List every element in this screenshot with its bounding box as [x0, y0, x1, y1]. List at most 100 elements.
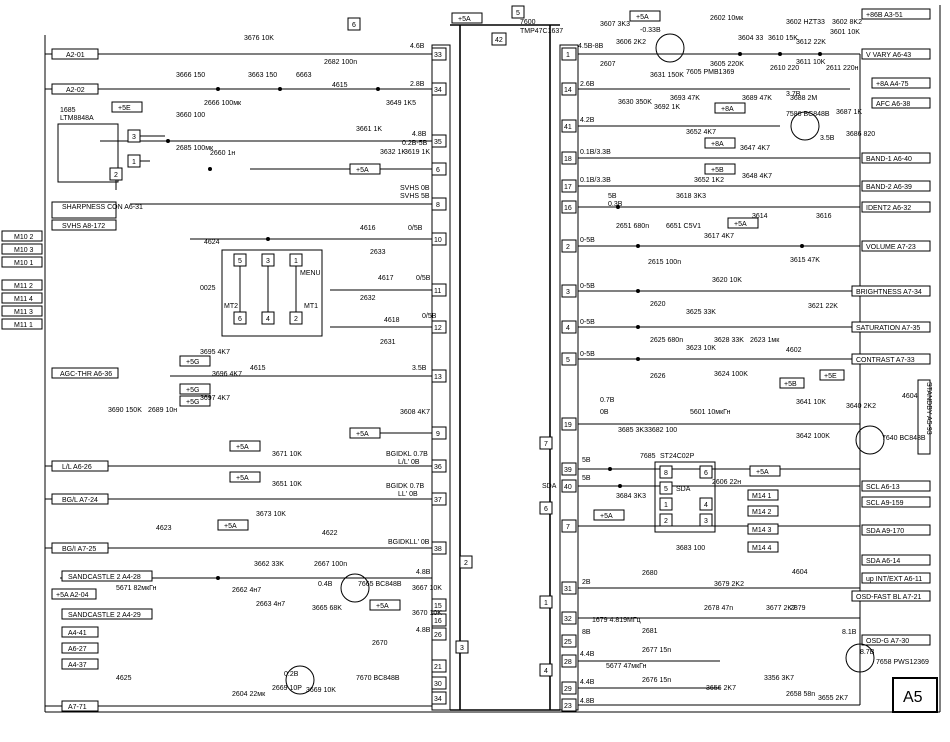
svg-text:8.7B: 8.7B: [860, 649, 875, 656]
svg-text:26: 26: [434, 632, 442, 639]
svg-text:+5B: +5B: [784, 381, 797, 388]
svg-text:3670 10K: 3670 10K: [412, 610, 442, 617]
svg-text:23: 23: [564, 703, 572, 710]
svg-text:AGC-THR A6-36: AGC-THR A6-36: [60, 371, 112, 378]
svg-text:5: 5: [664, 486, 668, 493]
svg-text:0.3B: 0.3B: [608, 201, 623, 208]
svg-text:+5G: +5G: [186, 399, 199, 406]
svg-text:IDENT2 A6-32: IDENT2 A6-32: [866, 205, 911, 212]
svg-text:7605 PMB1369: 7605 PMB1369: [686, 69, 734, 76]
svg-text:3661 1K: 3661 1K: [356, 126, 382, 133]
svg-text:3647 4K7: 3647 4K7: [740, 145, 770, 152]
svg-text:15: 15: [434, 603, 442, 610]
svg-text:2604 22мк: 2604 22мк: [232, 691, 266, 698]
svg-text:3619 1K: 3619 1K: [404, 149, 430, 156]
svg-text:0.4B: 0.4B: [318, 581, 333, 588]
svg-text:11: 11: [434, 288, 441, 295]
svg-text:1: 1: [664, 502, 668, 509]
svg-text:2: 2: [566, 244, 570, 251]
svg-text:2666 100мк: 2666 100мк: [204, 100, 242, 107]
svg-text:3663 150: 3663 150: [248, 72, 277, 79]
svg-text:SCL A6-13: SCL A6-13: [866, 484, 900, 491]
svg-text:+86B A3-51: +86B A3-51: [866, 12, 903, 19]
svg-text:2615 100n: 2615 100n: [648, 259, 681, 266]
svg-text:2607: 2607: [600, 61, 616, 68]
svg-text:3649 1K5: 3649 1K5: [386, 100, 416, 107]
svg-text:17: 17: [564, 184, 572, 191]
svg-text:2631: 2631: [380, 339, 396, 346]
svg-text:+5A: +5A: [458, 16, 471, 23]
svg-text:LL' 0B: LL' 0B: [398, 491, 418, 498]
callout-boxes: 5 6 2 3 7 6 1 4: [347, 5, 553, 677]
svg-text:5: 5: [516, 10, 520, 17]
svg-text:3: 3: [132, 134, 136, 141]
svg-text:3.5B: 3.5B: [820, 135, 835, 142]
svg-text:4618: 4618: [384, 317, 400, 324]
svg-text:8: 8: [664, 470, 668, 477]
svg-text:30: 30: [434, 681, 442, 688]
ir-receiver-part: LTM8848A: [60, 115, 94, 122]
svg-text:29: 29: [564, 686, 572, 693]
svg-text:SDA A6-14: SDA A6-14: [866, 558, 900, 565]
supply-top: +5A: [451, 12, 483, 24]
svg-text:CONTRAST A7-33: CONTRAST A7-33: [856, 357, 915, 364]
svg-text:0.2B: 0.2B: [284, 671, 299, 678]
svg-text:M10 1: M10 1: [14, 260, 34, 267]
svg-text:BGIDK 0.7B: BGIDK 0.7B: [386, 483, 424, 490]
svg-text:2682 100n: 2682 100n: [324, 59, 357, 66]
svg-text:BGIDKLL' 0B: BGIDKLL' 0B: [388, 539, 430, 546]
svg-text:3667 10K: 3667 10K: [412, 585, 442, 592]
svg-text:M10 2: M10 2: [14, 234, 34, 241]
svg-text:2689 10н: 2689 10н: [148, 407, 177, 414]
svg-text:A6-27: A6-27: [68, 646, 87, 653]
svg-text:2633: 2633: [370, 249, 386, 256]
svg-text:2620: 2620: [650, 301, 666, 308]
svg-text:4.6B: 4.6B: [410, 43, 425, 50]
svg-text:2667 100n: 2667 100n: [314, 561, 347, 568]
svg-text:ST24C02P: ST24C02P: [660, 453, 695, 460]
ic-main-right-body: [559, 44, 579, 711]
svg-text:3692 1K: 3692 1K: [654, 104, 680, 111]
svg-text:3673 10K: 3673 10K: [256, 511, 286, 518]
svg-text:5671 82мкГн: 5671 82мкГн: [116, 585, 157, 592]
svg-text:0.1B/3.3B: 0.1B/3.3B: [580, 177, 611, 184]
svg-text:5B: 5B: [608, 193, 617, 200]
svg-text:3652 4K7: 3652 4K7: [686, 129, 716, 136]
svg-text:4604: 4604: [792, 569, 808, 576]
svg-text:2: 2: [664, 518, 668, 525]
svg-text:0.2B-5B: 0.2B-5B: [402, 140, 428, 147]
svg-text:4.8B: 4.8B: [580, 698, 595, 705]
svg-text:0B: 0B: [600, 409, 609, 416]
svg-text:up INT/EXT A6-11: up INT/EXT A6-11: [866, 576, 922, 583]
svg-text:V VARY A6-43: V VARY A6-43: [866, 52, 911, 59]
svg-text:BGIDKL 0.7B: BGIDKL 0.7B: [386, 451, 428, 458]
svg-text:3631 150K: 3631 150K: [650, 72, 684, 79]
svg-text:SVHS 5B: SVHS 5B: [400, 193, 430, 200]
svg-text:4.8B: 4.8B: [416, 627, 431, 634]
eeprom-block: 7685 ST24C02P 8 6 5 SDA 1 4 2 3: [640, 453, 716, 533]
svg-text:2.6B: 2.6B: [580, 81, 595, 88]
svg-text:+5B: +5B: [711, 167, 724, 174]
svg-text:4616: 4616: [360, 225, 376, 232]
svg-text:+5A: +5A: [236, 475, 249, 482]
svg-text:SANDCASTLE 2 A4-28: SANDCASTLE 2 A4-28: [68, 574, 141, 581]
svg-text:3671 10K: 3671 10K: [272, 451, 302, 458]
svg-text:4.8B: 4.8B: [412, 131, 427, 138]
svg-text:0025: 0025: [200, 285, 216, 292]
svg-text:M11 2: M11 2: [14, 283, 33, 290]
svg-text:BRIGHTNESS A7-34: BRIGHTNESS A7-34: [856, 289, 922, 296]
svg-text:2678 47n: 2678 47n: [704, 605, 733, 612]
svg-text:7586 BC848B: 7586 BC848B: [786, 111, 830, 118]
svg-text:SCL A9-159: SCL A9-159: [866, 500, 904, 507]
page-label-box: A5: [892, 677, 938, 713]
svg-text:+5E: +5E: [824, 373, 837, 380]
svg-text:OSD-FAST BL A7-21: OSD-FAST BL A7-21: [856, 594, 921, 601]
svg-text:5677 47мкГн: 5677 47мкГн: [606, 663, 647, 670]
svg-text:3687 1K: 3687 1K: [836, 109, 862, 116]
svg-text:+5A: +5A: [356, 431, 369, 438]
svg-text:3356 3K7: 3356 3K7: [764, 675, 794, 682]
svg-text:16: 16: [434, 618, 442, 625]
svg-text:L/L' 0B: L/L' 0B: [398, 459, 420, 466]
svg-text:2632: 2632: [360, 295, 376, 302]
svg-text:4: 4: [704, 502, 708, 509]
